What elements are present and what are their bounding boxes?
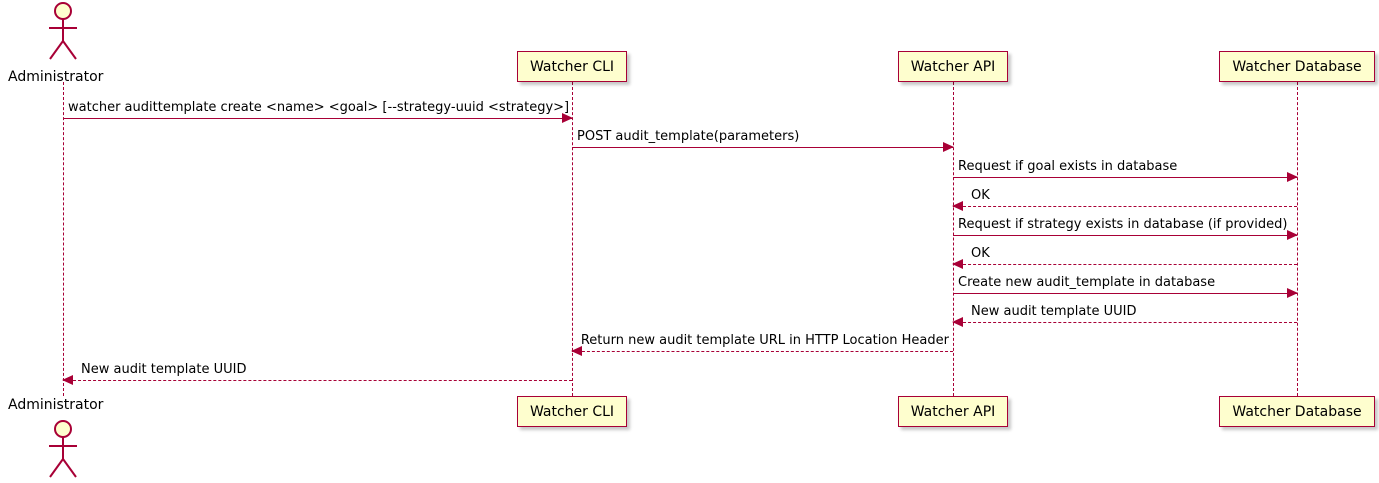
participant-box-watcher-cli-bottom[interactable]: Watcher CLI bbox=[516, 396, 628, 427]
participant-box-watcher-db-bottom[interactable]: Watcher Database bbox=[1219, 396, 1375, 427]
message-line bbox=[953, 293, 1297, 294]
message-line bbox=[953, 235, 1297, 236]
lifeline-watcher-api bbox=[953, 82, 954, 396]
arrowhead-icon bbox=[952, 259, 963, 269]
message-label: Create new audit_template in database bbox=[958, 275, 1216, 290]
arrowhead-icon bbox=[1287, 172, 1298, 182]
participant-label: Watcher API bbox=[910, 404, 996, 420]
participant-label: Watcher CLI bbox=[529, 404, 615, 420]
participant-box-watcher-api-bottom[interactable]: Watcher API bbox=[897, 396, 1009, 427]
arrowhead-icon bbox=[1287, 230, 1298, 240]
message-label: New audit template UUID bbox=[81, 362, 247, 377]
message-line bbox=[572, 351, 953, 352]
message-label: watcher audittemplate create <name> <goa… bbox=[68, 100, 570, 115]
arrowhead-icon bbox=[562, 113, 573, 123]
message-line bbox=[572, 147, 953, 148]
participant-label: Watcher Database bbox=[1232, 59, 1362, 75]
arrowhead-icon bbox=[952, 201, 963, 211]
message-label: New audit template UUID bbox=[971, 304, 1137, 319]
lifeline-watcher-cli bbox=[572, 82, 573, 396]
participant-box-watcher-api-top[interactable]: Watcher API bbox=[897, 51, 1009, 82]
arrowhead-icon bbox=[1287, 288, 1298, 298]
arrowhead-icon bbox=[952, 317, 963, 327]
message-line bbox=[953, 206, 1297, 207]
message-line bbox=[953, 177, 1297, 178]
message-line bbox=[63, 380, 572, 381]
message-line bbox=[63, 118, 572, 119]
actor-administrator-bottom-label: Administrator bbox=[8, 397, 104, 413]
participant-label: Watcher CLI bbox=[529, 59, 615, 75]
message-line bbox=[953, 264, 1297, 265]
arrowhead-icon bbox=[943, 142, 954, 152]
participant-box-watcher-cli-top[interactable]: Watcher CLI bbox=[516, 51, 628, 82]
actor-administrator-top bbox=[40, 0, 86, 62]
message-label: POST audit_template(parameters) bbox=[577, 129, 800, 144]
participant-label: Watcher API bbox=[910, 59, 996, 75]
lifeline-administrator bbox=[63, 82, 64, 396]
arrowhead-icon bbox=[571, 346, 582, 356]
message-label: Return new audit template URL in HTTP Lo… bbox=[580, 333, 949, 348]
message-label: Request if goal exists in database bbox=[958, 159, 1178, 174]
arrowhead-icon bbox=[62, 375, 73, 385]
message-label: Request if strategy exists in database (… bbox=[958, 217, 1288, 232]
participant-label: Watcher Database bbox=[1232, 404, 1362, 420]
participant-box-watcher-db-top[interactable]: Watcher Database bbox=[1219, 51, 1375, 82]
actor-administrator-bottom bbox=[40, 418, 86, 480]
actor-administrator-top-label: Administrator bbox=[8, 69, 104, 85]
message-line bbox=[953, 322, 1297, 323]
message-label: OK bbox=[971, 246, 990, 261]
message-label: OK bbox=[971, 188, 990, 203]
